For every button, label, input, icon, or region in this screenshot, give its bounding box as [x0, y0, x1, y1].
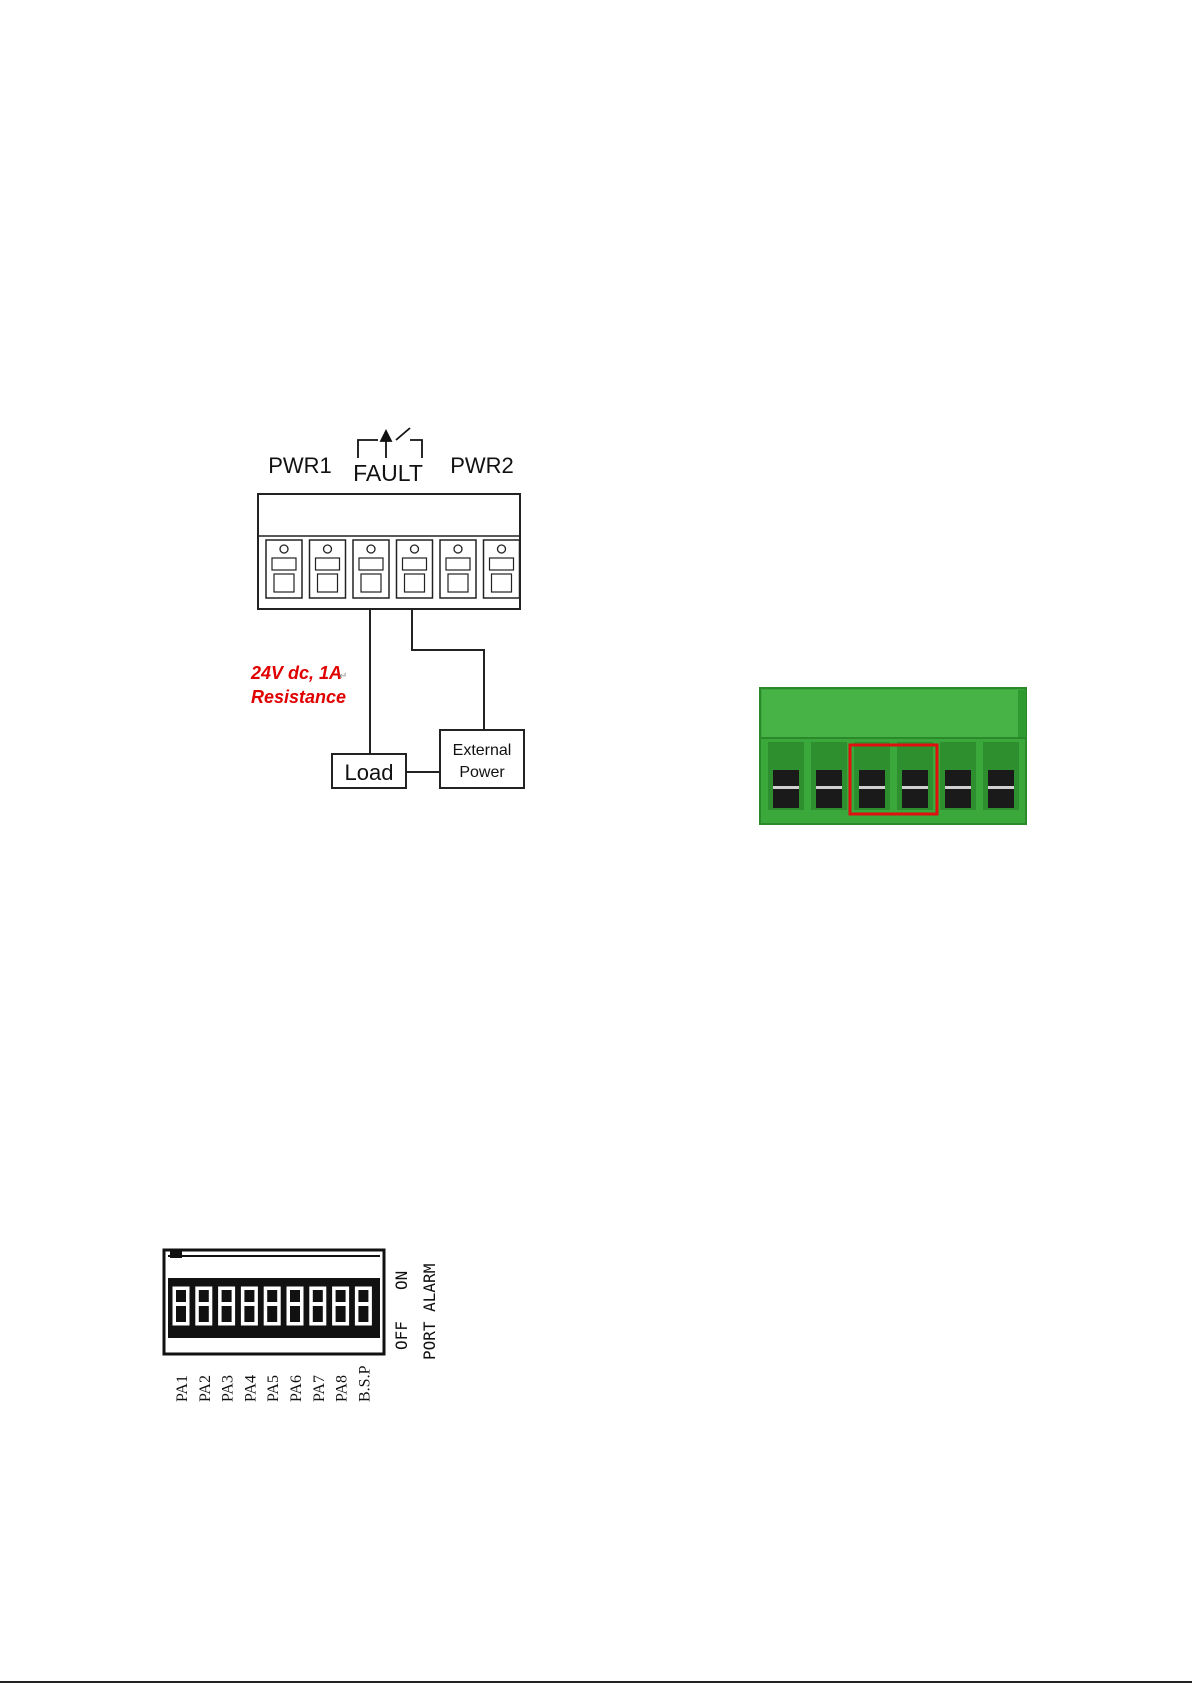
- photo-terminal-2: [811, 742, 847, 810]
- rating-line-2: Resistance: [251, 687, 346, 707]
- off-label: OFF: [392, 1321, 411, 1350]
- relay-terminal-5: [440, 540, 476, 598]
- dip-label-6: PA6: [288, 1375, 305, 1402]
- relay-wiring-diagram: PWR1 FAULT PWR2 24V dc, 1A ↵ Resistance: [250, 428, 524, 788]
- dip-switch-2: [196, 1287, 212, 1325]
- dip-switch-3: [219, 1287, 235, 1325]
- dip-label-3: PA3: [220, 1375, 237, 1402]
- relay-terminal-1: [266, 540, 302, 598]
- dip-label-7: PA7: [311, 1375, 328, 1402]
- relay-terminal-3: [353, 540, 389, 598]
- dip-switch-7: [310, 1287, 326, 1325]
- photo-terminal-1: [768, 742, 804, 810]
- fault-label: FAULT: [353, 460, 423, 486]
- dip-label-2: PA2: [197, 1375, 214, 1402]
- dip-label-9: B.S.P: [356, 1365, 373, 1402]
- photo-terminal-5: [940, 742, 976, 810]
- photo-terminal-6: [983, 742, 1019, 810]
- dip-label-1: PA1: [174, 1375, 191, 1402]
- page-bottom-rule: [0, 1681, 1192, 1683]
- dip-switch-8: [333, 1287, 349, 1325]
- terminal-block-photo: [760, 688, 1026, 824]
- terminal-connector-drawing: [258, 494, 520, 609]
- photo-terminal-3: [854, 742, 890, 810]
- external-power-label-1: External: [453, 742, 512, 759]
- external-power-label-2: Power: [459, 764, 505, 781]
- port-alarm-label: PORT ALARM: [420, 1264, 439, 1360]
- dip-label-8: PA8: [334, 1375, 351, 1402]
- on-label: ON: [392, 1271, 411, 1290]
- relay-terminal-2: [310, 540, 346, 598]
- external-power-box: External Power: [440, 730, 524, 788]
- dip-switch-1: [173, 1287, 189, 1325]
- pwr2-label: PWR2: [450, 453, 514, 478]
- dip-switch-9: [355, 1287, 371, 1325]
- dip-switch-4: [241, 1287, 257, 1325]
- rating-line-1: 24V dc, 1A: [250, 663, 342, 683]
- line-break-mark: ↵: [339, 671, 347, 682]
- photo-terminal-4: [897, 742, 933, 810]
- load-label: Load: [345, 760, 394, 785]
- load-box: Load: [332, 754, 406, 788]
- relay-terminal-6: [484, 540, 520, 598]
- dip-switch-diagram: PA1 PA2 PA3 PA4 PA5 PA6 PA7 PA8 B.S.P OFF ON POR…: [164, 1250, 439, 1402]
- dip-label-4: PA4: [242, 1375, 259, 1402]
- relay-contact-icon: [358, 428, 422, 458]
- pwr1-label: PWR1: [268, 453, 332, 478]
- dip-label-5: PA5: [265, 1375, 282, 1402]
- dip-switch-5: [264, 1287, 280, 1325]
- relay-terminal-4: [397, 540, 433, 598]
- dip-switch-6: [287, 1287, 303, 1325]
